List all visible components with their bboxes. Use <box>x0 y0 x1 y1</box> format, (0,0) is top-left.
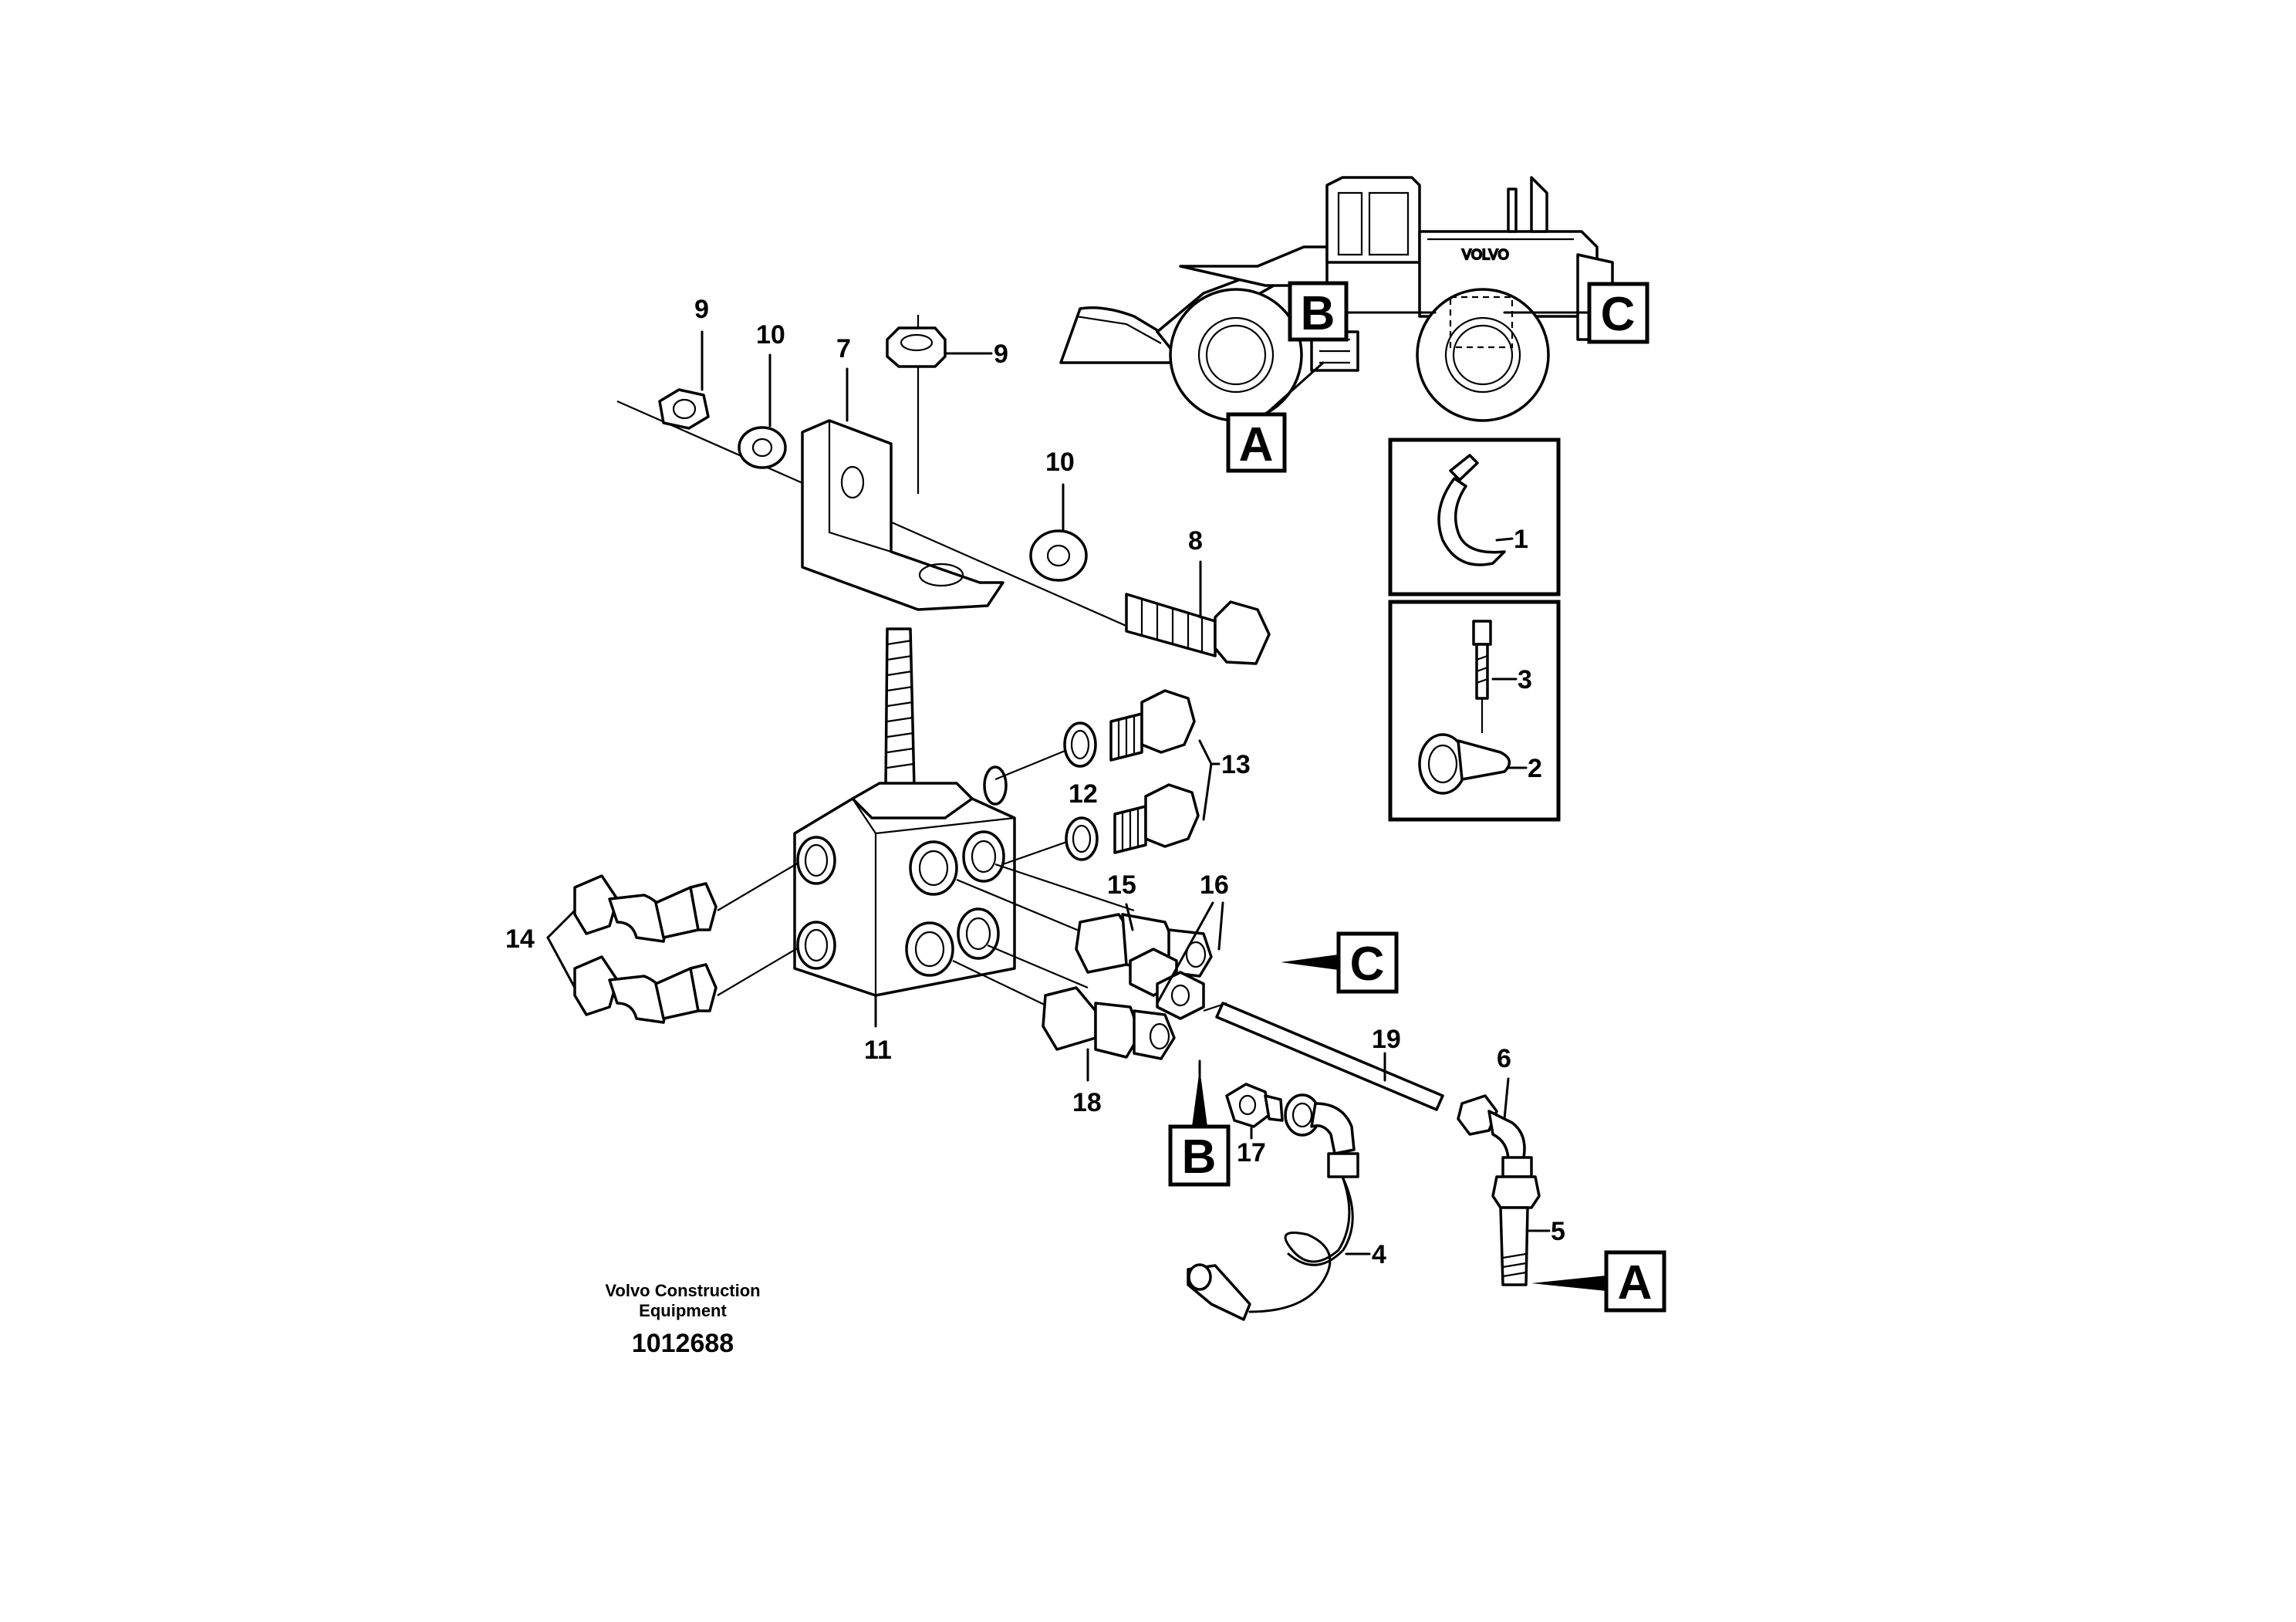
manufacturer-line-1: Volvo Construction <box>605 1281 760 1300</box>
marker-letter-b: B <box>1301 287 1335 340</box>
drawing-number: 1012688 <box>632 1329 734 1358</box>
callout-7: 7 <box>836 334 851 363</box>
marker-a-letter: A <box>1618 1256 1653 1309</box>
callout-6: 6 <box>1497 1044 1511 1073</box>
callout-12: 12 <box>1069 779 1098 809</box>
valve-block: 11 <box>793 627 1016 1065</box>
callout-19: 19 <box>1372 1025 1401 1054</box>
callout-13: 13 <box>1221 750 1251 779</box>
callout-3: 3 <box>1518 665 1532 694</box>
marker-letter-c: C <box>1601 288 1636 341</box>
bracket-assembly: 9 10 7 9 10 8 <box>616 295 1271 665</box>
callout-16: 16 <box>1200 870 1229 900</box>
pipe-assembly: 19 6 5 <box>1203 1002 1565 1286</box>
overview-marker-c: C <box>1503 282 1649 344</box>
manufacturer-line-2: Equipment <box>639 1301 727 1320</box>
callout-4: 4 <box>1372 1240 1386 1269</box>
brand-decal: VOLVO <box>1462 247 1509 262</box>
title-block: Volvo Construction Equipment 1012688 <box>605 1281 760 1358</box>
callout-8: 8 <box>1188 526 1203 556</box>
overview-marker-b: B <box>1288 281 1437 342</box>
inset-cable-tie: 1 <box>1388 438 1561 596</box>
marker-letter-a: A <box>1239 418 1274 471</box>
callout-9-left: 9 <box>694 295 709 324</box>
marker-a: A <box>1531 1250 1666 1313</box>
sensor-hose-assembly: 17 4 <box>1187 1083 1386 1321</box>
callout-10-right: 10 <box>1045 448 1075 477</box>
connector-fittings: 15 18 16 <box>952 863 1229 1117</box>
callout-18: 18 <box>1072 1088 1102 1117</box>
marker-b-letter: B <box>1182 1130 1217 1184</box>
callout-9-right: 9 <box>994 340 1008 369</box>
callout-17: 17 <box>1237 1138 1266 1168</box>
callout-2: 2 <box>1528 754 1542 783</box>
callout-14: 14 <box>505 924 535 954</box>
elbow-fittings: 14 <box>505 862 799 1024</box>
callout-5: 5 <box>1551 1217 1565 1246</box>
marker-c: C <box>1281 931 1399 994</box>
marker-b: B <box>1168 1059 1231 1187</box>
callout-11: 11 <box>864 1036 892 1065</box>
callout-10-left: 10 <box>756 320 785 350</box>
inset-clamp-screw: 3 2 <box>1388 600 1561 822</box>
callout-15: 15 <box>1107 870 1136 900</box>
callout-1: 1 <box>1514 525 1528 554</box>
marker-c-letter: C <box>1350 938 1385 991</box>
plugs-and-orings: 12 13 <box>994 689 1251 866</box>
overview-marker-a: A <box>1226 361 1325 473</box>
